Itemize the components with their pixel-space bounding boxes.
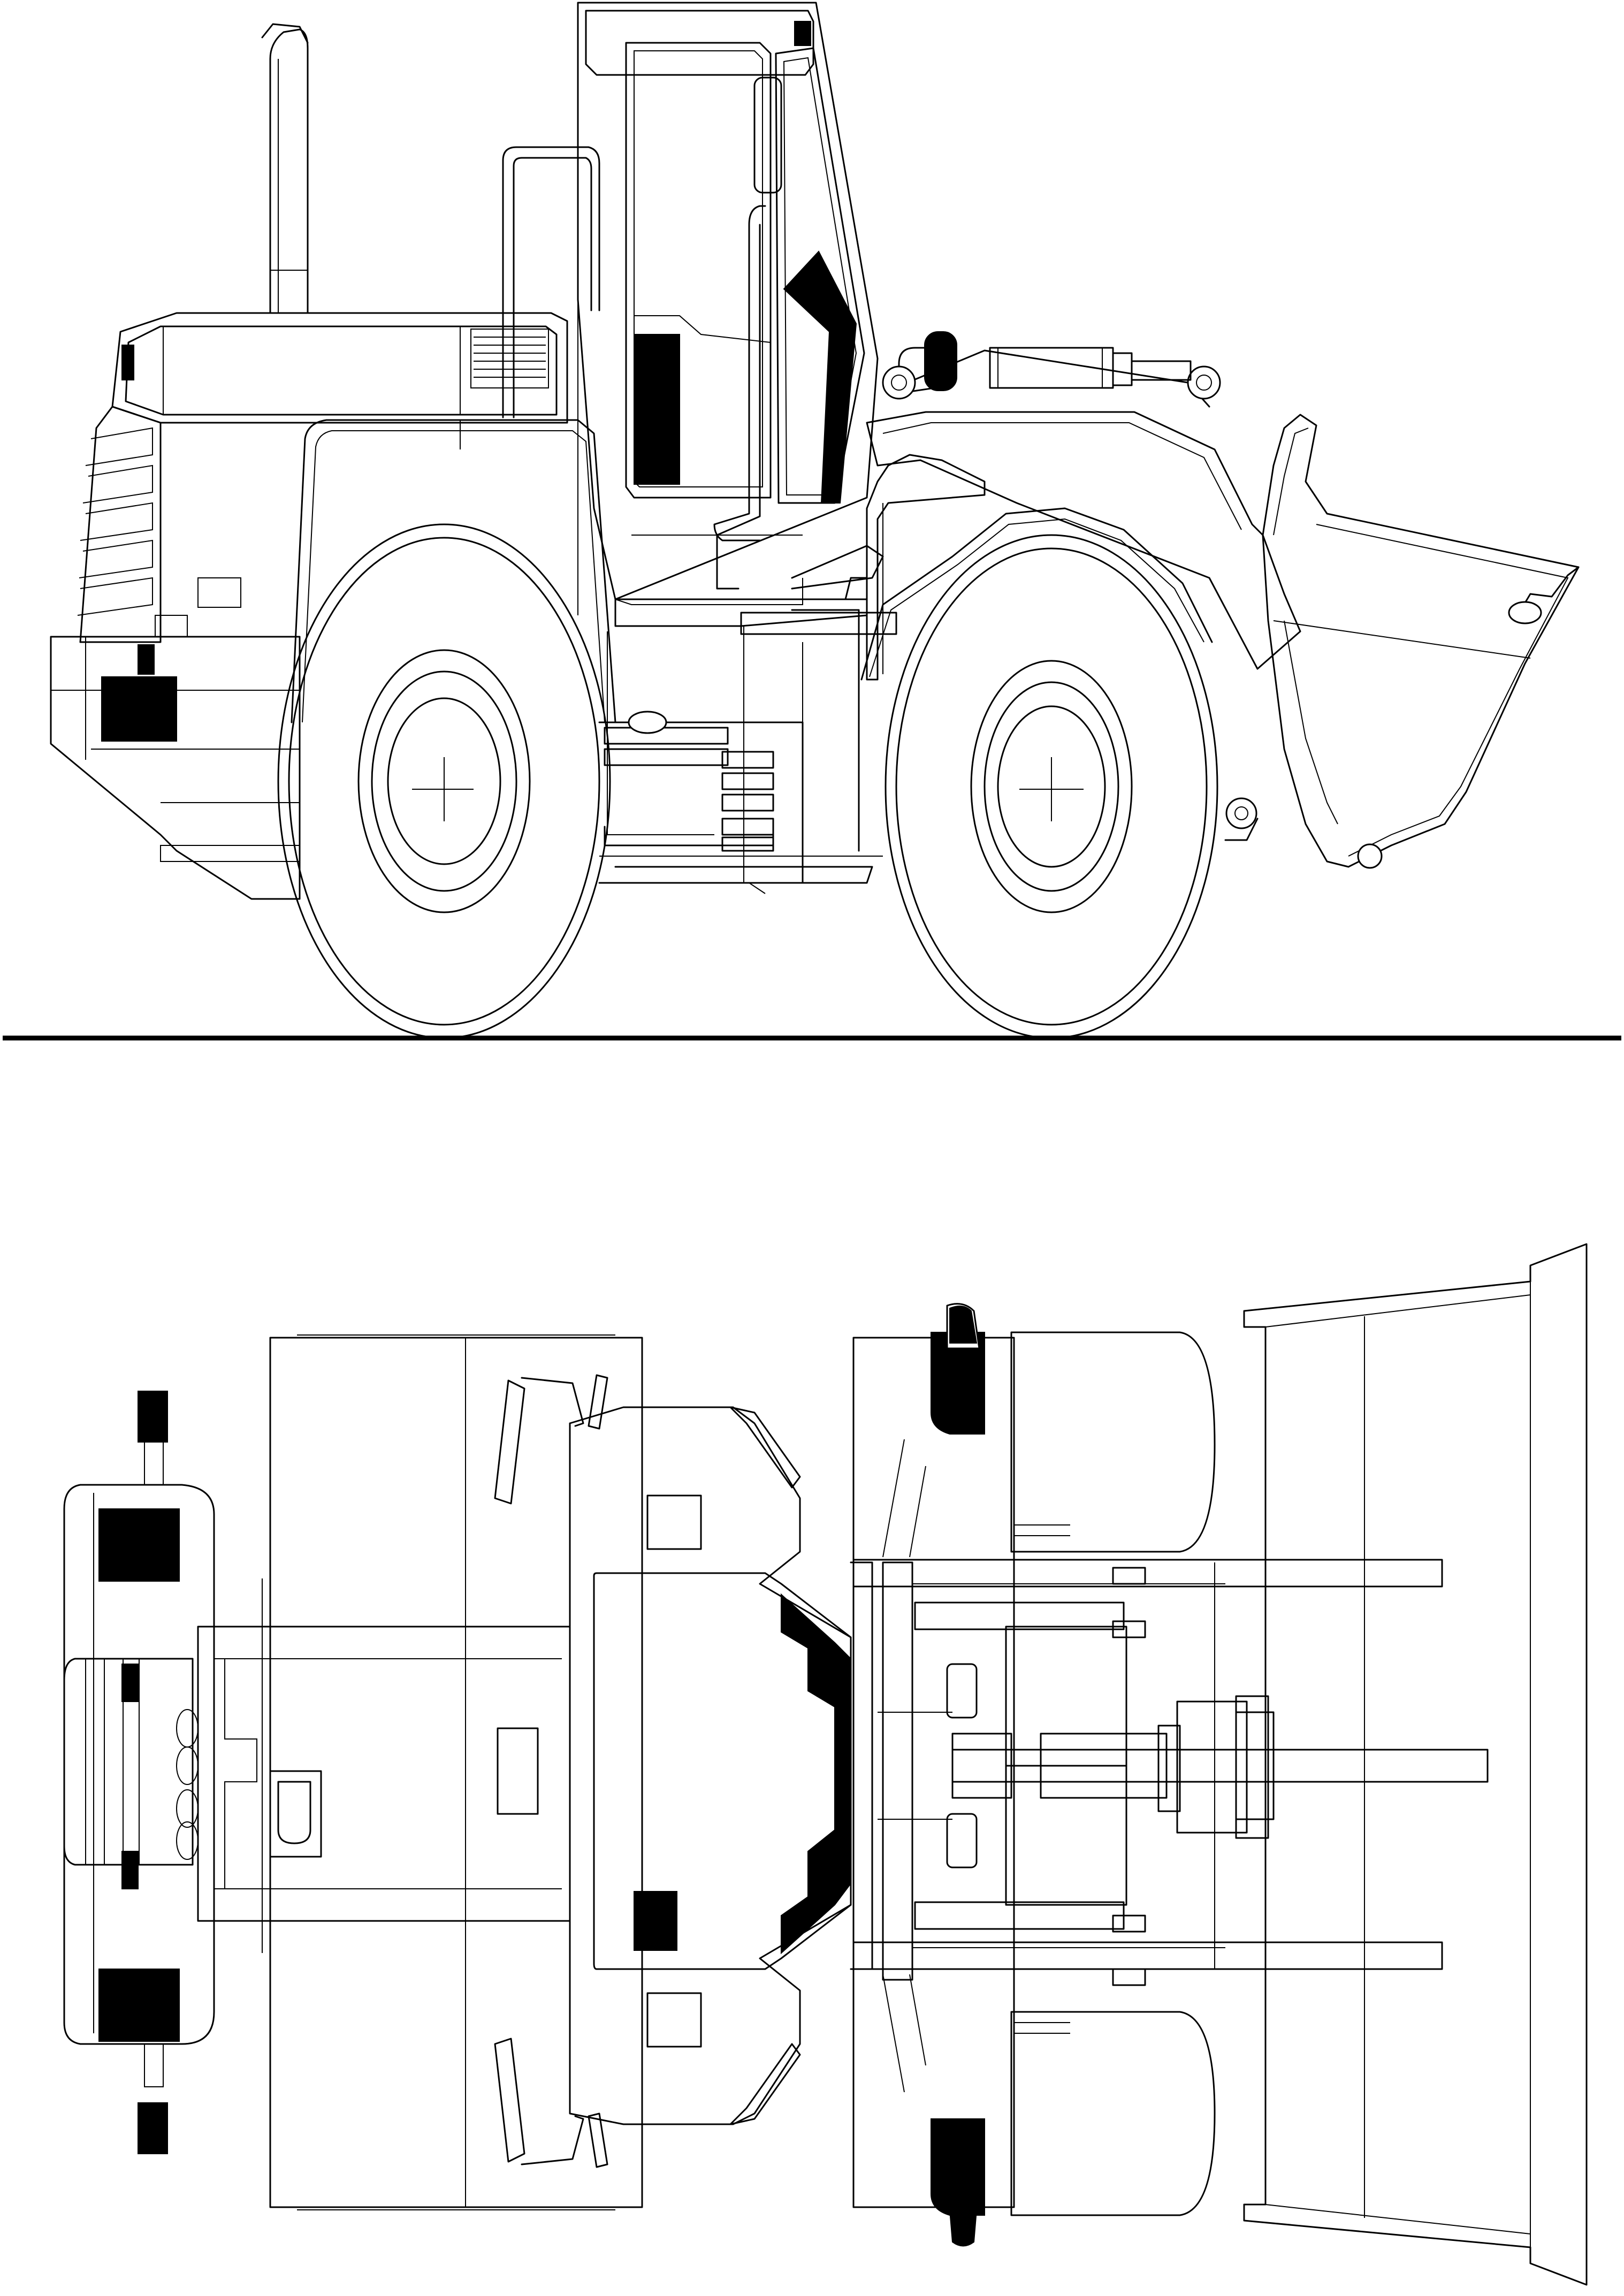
lift-cylinder-cap — [924, 331, 957, 391]
top-front-frame — [850, 1337, 1489, 2208]
hood-louvres — [470, 329, 549, 388]
cab-strut — [783, 250, 857, 504]
seat-panel — [634, 334, 680, 485]
rear-wheel — [277, 523, 611, 1039]
top-rear-body — [197, 1334, 643, 2210]
cab-light — [794, 21, 811, 46]
lift-arm — [866, 331, 1301, 670]
rear-light-right — [98, 1969, 180, 2042]
top-headlight-right — [931, 2118, 985, 2216]
rear-grille — [77, 406, 162, 643]
operator-cab — [502, 2, 879, 615]
bucket — [1224, 414, 1580, 869]
front-wheel — [885, 534, 1218, 1039]
windshield-band — [781, 1593, 851, 1955]
tail-light-small — [138, 644, 155, 675]
rear-fender — [291, 419, 616, 723]
chassis-frame — [598, 545, 897, 894]
top-view — [63, 1243, 1588, 2286]
tail-light — [101, 676, 177, 742]
top-headlight-left — [931, 1332, 985, 1435]
hood-marker — [121, 345, 134, 380]
top-counterweight — [63, 1391, 215, 2154]
top-bucket — [1243, 1243, 1588, 2286]
cab-roof-hatch — [634, 1891, 677, 1951]
counterweight — [50, 577, 301, 900]
tilt-linkage — [844, 454, 986, 681]
mirror-right — [138, 2102, 168, 2154]
top-cab — [494, 1374, 852, 2168]
mirror-left — [138, 1391, 168, 1443]
exhaust-stack — [261, 23, 309, 314]
hydraulic-cylinder — [989, 347, 1192, 389]
top-front-tyres — [931, 1303, 1216, 2247]
front-fender — [860, 507, 1213, 681]
engine-hood — [111, 312, 568, 424]
side-view — [3, 2, 1621, 1041]
rear-light-left — [98, 1508, 180, 1582]
